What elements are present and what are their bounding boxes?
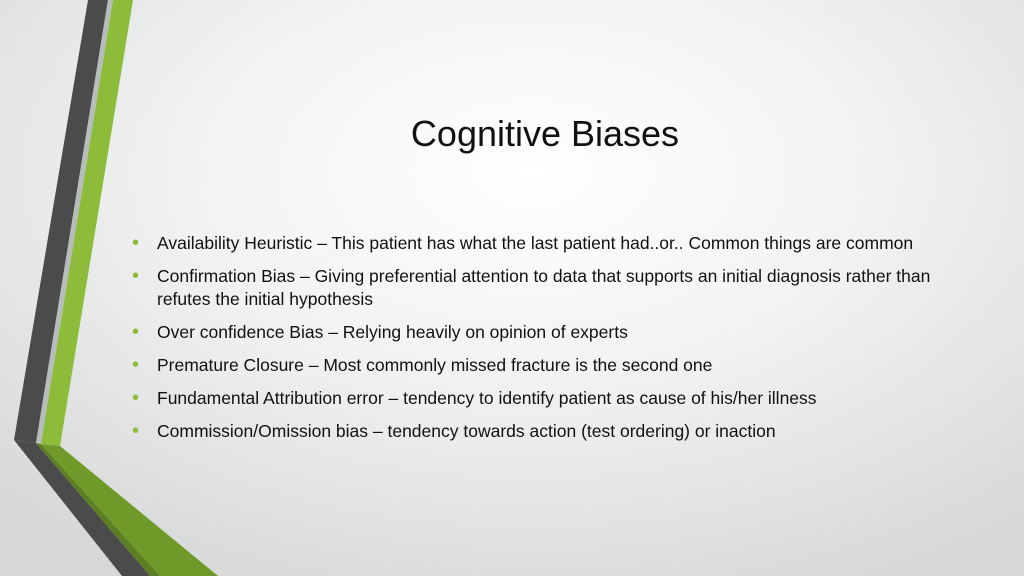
- bullet-list: • Availability Heuristic – This patient …: [130, 232, 970, 453]
- bullet-item-availability-heuristic: • Availability Heuristic – This patient …: [130, 232, 970, 255]
- bullet-text: Confirmation Bias – Giving preferential …: [157, 266, 931, 309]
- bullet-dot-icon: •: [132, 232, 140, 254]
- bullet-text: Over confidence Bias – Relying heavily o…: [157, 322, 628, 342]
- dark-stripe-lower: [14, 440, 150, 576]
- bullet-item-commission-omission-bias: • Commission/Omission bias – tendency to…: [130, 420, 970, 443]
- bullet-dot-icon: •: [132, 321, 140, 343]
- bullet-dot-icon: •: [132, 354, 140, 376]
- light-stripe-upper: [36, 0, 113, 444]
- bullet-item-premature-closure: • Premature Closure – Most commonly miss…: [130, 354, 970, 377]
- bullet-item-confirmation-bias: • Confirmation Bias – Giving preferentia…: [130, 265, 970, 311]
- slide-title: Cognitive Biases: [410, 113, 680, 154]
- bullet-item-fundamental-attribution-error: • Fundamental Attribution error – tenden…: [130, 387, 970, 410]
- bullet-text: Availability Heuristic – This patient ha…: [157, 233, 914, 253]
- bullet-text: Fundamental Attribution error – tendency…: [157, 388, 817, 408]
- bullet-text: Commission/Omission bias – tendency towa…: [157, 421, 776, 441]
- green-stripe-upper: [41, 0, 133, 446]
- green-stripe-lower: [41, 444, 218, 576]
- bullet-dot-icon: •: [132, 265, 140, 287]
- bullet-dot-icon: •: [132, 387, 140, 409]
- bullet-item-overconfidence-bias: • Over confidence Bias – Relying heavily…: [130, 321, 970, 344]
- green-shade-lower: [36, 443, 160, 576]
- bullet-dot-icon: •: [132, 420, 140, 442]
- dark-stripe-upper: [14, 0, 108, 443]
- bullet-text: Premature Closure – Most commonly missed…: [157, 355, 713, 375]
